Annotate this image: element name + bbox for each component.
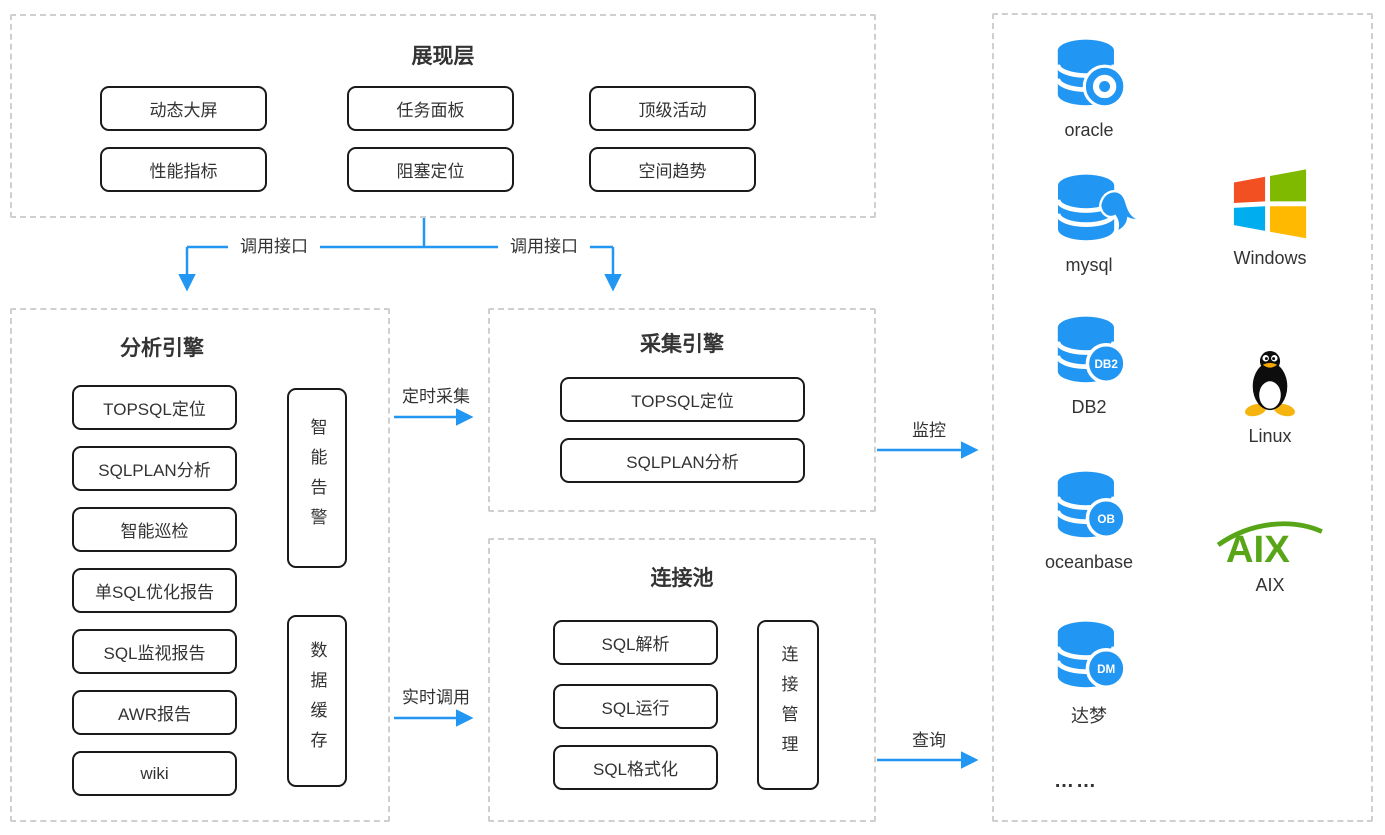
mysql-db-icon (1055, 174, 1145, 241)
node-blocking-locate: 阻塞定位 (347, 147, 514, 192)
analysis-engine-box: 分析引擎 TOPSQL定位 SQLPLAN分析 智能巡检 单SQL优化报告 SQ… (10, 308, 390, 822)
oceanbase-label: oceanbase (1044, 552, 1134, 572)
node-top-activity: 顶级活动 (589, 86, 756, 131)
mysql-label: mysql (1065, 255, 1113, 275)
node-awr-report: AWR报告 (72, 690, 237, 735)
oracle-label: oracle (1064, 120, 1114, 140)
dameng-label: 达梦 (1071, 706, 1107, 726)
linux-label: Linux (1248, 426, 1292, 446)
node-single-sql-report: 单SQL优化报告 (72, 568, 237, 613)
label-scheduled-collect: 定时采集 (402, 387, 470, 406)
collection-engine-box: 采集引擎 TOPSQL定位 SQLPLAN分析 (488, 308, 876, 512)
dm-db-icon: DM (1055, 621, 1127, 689)
db2-label: DB2 (1071, 397, 1107, 417)
presentation-layer-title: 展现层 (411, 45, 475, 68)
linux-tux-icon (1245, 351, 1295, 417)
label-monitor: 监控 (912, 421, 946, 440)
node-data-cache: 数据缓存 (287, 615, 347, 787)
target-oracle: oracle (1009, 35, 1169, 141)
node-connection-manage: 连接管理 (757, 620, 819, 790)
oceanbase-badge-text: OB (1097, 513, 1115, 526)
label-call-api-left: 调用接口 (228, 236, 320, 258)
oracle-db-icon (1055, 39, 1127, 109)
windows-label: Windows (1233, 248, 1307, 268)
db2-badge-text: DB2 (1094, 358, 1118, 371)
target-aix: AIX AIX (1190, 520, 1350, 596)
node-wiki: wiki (72, 751, 237, 796)
label-call-api-right: 调用接口 (498, 236, 590, 258)
collection-engine-title: 采集引擎 (640, 333, 724, 356)
analysis-engine-title: 分析引擎 (120, 337, 204, 360)
node-collect-topsql-locate: TOPSQL定位 (560, 377, 805, 422)
node-performance-metrics: 性能指标 (100, 147, 267, 192)
aix-icon: AIX (1216, 521, 1323, 568)
node-sql-monitor-report: SQL监视报告 (72, 629, 237, 674)
label-query: 查询 (912, 731, 946, 750)
presentation-layer-box: 展现层 动态大屏 性能指标 任务面板 阻塞定位 顶级活动 空间趋势 (10, 14, 876, 218)
target-linux: Linux (1190, 345, 1350, 447)
windows-icon (1233, 169, 1307, 239)
node-smart-alert: 智能告警 (287, 388, 347, 568)
target-db2: DB2 DB2 (1009, 312, 1169, 418)
node-sqlplan-analysis: SQLPLAN分析 (72, 446, 237, 491)
oceanbase-db-icon: OB (1055, 471, 1127, 539)
node-collect-sqlplan-analysis: SQLPLAN分析 (560, 438, 805, 483)
node-space-trend: 空间趋势 (589, 147, 756, 192)
node-dynamic-dashboard: 动态大屏 (100, 86, 267, 131)
node-sql-parse: SQL解析 (553, 620, 718, 665)
target-windows: Windows (1190, 165, 1350, 269)
more-databases-ellipsis: …… (1054, 770, 1098, 792)
node-sql-format: SQL格式化 (553, 745, 718, 790)
target-systems-box: oracle mysql DB2 DB2 (992, 13, 1373, 822)
aix-label: AIX (1255, 575, 1285, 595)
node-sql-run: SQL运行 (553, 684, 718, 729)
target-mysql: mysql (1009, 170, 1169, 276)
dm-badge-text: DM (1097, 663, 1115, 676)
target-oceanbase: OB oceanbase (1009, 467, 1169, 573)
db2-db-icon: DB2 (1055, 316, 1127, 384)
connection-pool-title: 连接池 (650, 567, 714, 590)
node-smart-inspection: 智能巡检 (72, 507, 237, 552)
target-dameng: DM 达梦 (1009, 617, 1169, 728)
connection-pool-box: 连接池 SQL解析 SQL运行 SQL格式化 连接管理 (488, 538, 876, 822)
label-realtime-call: 实时调用 (402, 688, 470, 707)
node-task-panel: 任务面板 (347, 86, 514, 131)
node-topsql-locate: TOPSQL定位 (72, 385, 237, 430)
